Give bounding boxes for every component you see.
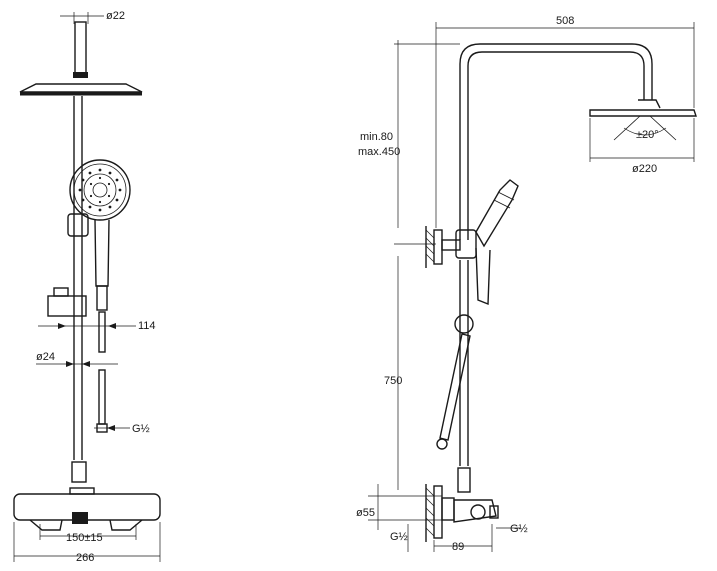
tilt-arc xyxy=(623,127,667,136)
head-diameter-label: ø220 xyxy=(632,163,657,175)
wall-projection-label: 89 xyxy=(452,541,464,553)
inlet-thread-left-label: G½ xyxy=(390,531,408,543)
eccentric-diameter-label: ø55 xyxy=(356,507,375,519)
center-distance-label: 150±15 xyxy=(66,532,103,544)
riser-coupling xyxy=(71,461,87,483)
inlet-thread-right-label: G½ xyxy=(510,523,528,535)
thermostat-mixer-front xyxy=(13,487,161,531)
hand-shower-front xyxy=(69,159,131,221)
wall-bracket xyxy=(425,226,461,268)
side-coupling xyxy=(457,467,471,493)
hose-thread-label: G½ xyxy=(132,423,150,435)
height-min-label: min.80 xyxy=(360,131,393,143)
height-max-label: max.450 xyxy=(358,146,400,158)
rain-head-side xyxy=(589,99,697,141)
overall-width-label: 266 xyxy=(76,552,94,564)
side-hose xyxy=(439,333,471,441)
side-holder xyxy=(455,229,477,259)
front-view: ø22 xyxy=(13,10,161,564)
slider xyxy=(47,295,87,317)
slider-knob xyxy=(53,287,69,297)
shower-arm-inner xyxy=(467,51,645,240)
head-tilt-label: ±20° xyxy=(636,129,659,141)
shower-arm-outer xyxy=(459,43,653,240)
riser-height-label: 750 xyxy=(384,375,402,387)
arm-reach-label: 508 xyxy=(556,15,574,27)
hand-shower-handle xyxy=(94,219,110,287)
hose-lower xyxy=(98,369,106,425)
holder-clamp xyxy=(67,213,89,237)
hand-offset-label: 114 xyxy=(138,320,156,332)
top-stem xyxy=(74,21,87,75)
top-diameter-label: ø22 xyxy=(106,10,125,22)
pipe-diameter-label: ø24 xyxy=(36,351,55,363)
side-slider-knob xyxy=(454,314,474,334)
hose-upper xyxy=(98,311,106,353)
thermostat-mixer-side xyxy=(425,484,499,542)
rain-head-front xyxy=(19,83,143,96)
hand-shower-side xyxy=(475,179,519,306)
side-view: 508 ±20° ø220 min.80 max.450 xyxy=(356,15,697,553)
